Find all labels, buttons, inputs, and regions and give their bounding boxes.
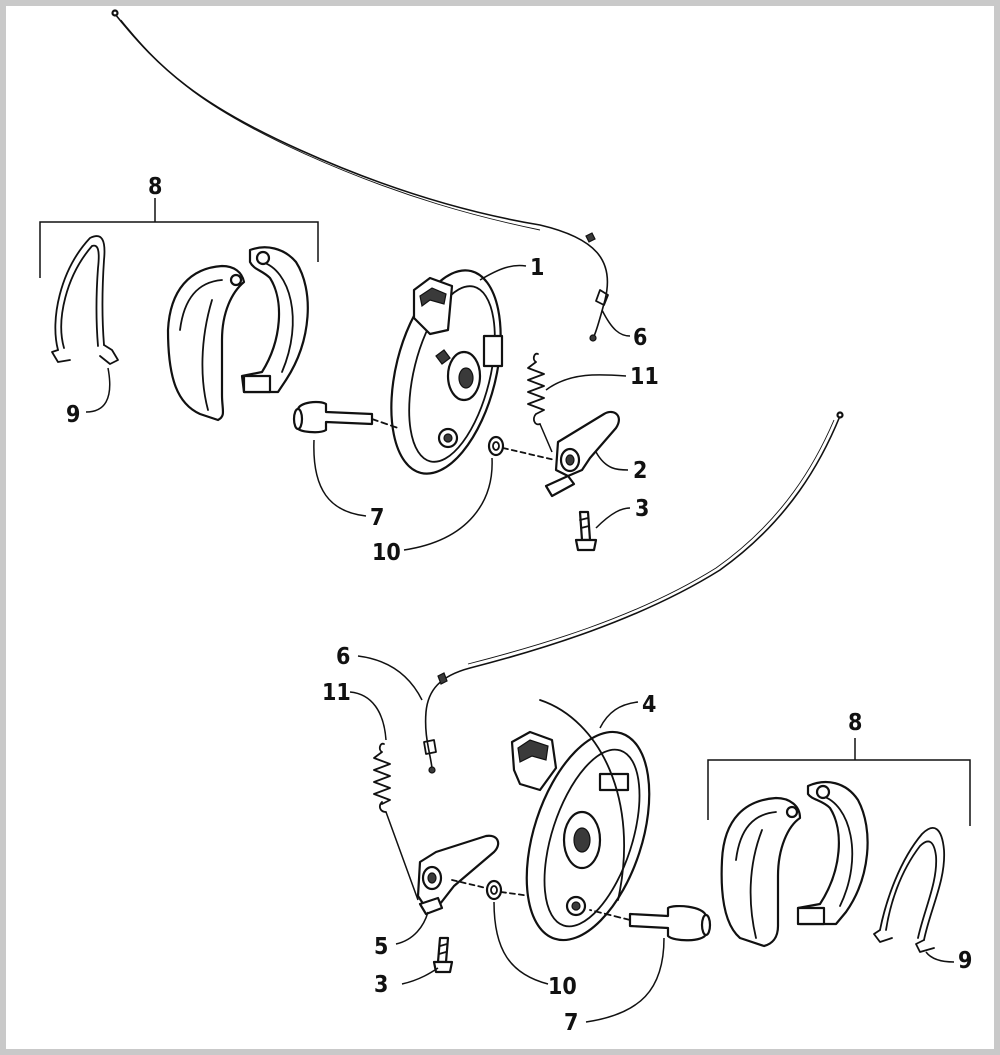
callout-upper-11: 11 (630, 364, 659, 390)
callout-lower-10: 10 (548, 974, 577, 1000)
lower-brake-shoe-right (796, 781, 869, 926)
upper-shoe-set-bracket (39, 198, 319, 278)
callout-lower-11: 11 (322, 680, 351, 706)
lower-brake-backing-plate (510, 699, 651, 942)
callout-lower-8: 8 (848, 710, 862, 736)
callout-upper-6: 6 (633, 325, 647, 351)
lower-brake-assembly: 6 11 4 8 5 3 10 7 9 (322, 411, 972, 1036)
lower-spring-clip (873, 827, 945, 953)
callout-lower-6: 6 (336, 644, 350, 670)
upper-brake-assembly: 1 6 11 2 3 7 10 8 9 (39, 9, 659, 566)
callout-lower-7: 7 (564, 1010, 578, 1036)
upper-brake-backing-plate (390, 269, 504, 475)
upper-brake-shoe-right (240, 246, 309, 394)
callout-lower-5: 5 (374, 934, 388, 960)
lower-callout-leaders (349, 655, 955, 1023)
lower-bolt (432, 936, 454, 974)
callout-lower-9: 9 (958, 948, 972, 974)
lower-return-spring (373, 742, 419, 901)
callout-upper-9: 9 (66, 402, 80, 428)
callout-upper-10: 10 (372, 540, 401, 566)
lower-brake-arm (416, 834, 500, 916)
upper-callout-leaders (85, 264, 631, 551)
upper-brake-arm (544, 410, 620, 498)
upper-bolt (574, 510, 598, 552)
upper-spring-clip (51, 235, 119, 365)
callout-upper-7: 7 (370, 505, 384, 531)
callout-upper-3: 3 (635, 496, 649, 522)
upper-return-spring (527, 352, 553, 453)
lower-pivot-pin (589, 905, 712, 942)
callout-upper-2: 2 (633, 458, 647, 484)
lower-brake-cable (423, 411, 844, 774)
callout-upper-8: 8 (148, 174, 162, 200)
callout-lower-4: 4 (642, 692, 656, 718)
lower-shoe-set-bracket (707, 738, 971, 826)
upper-brake-shoe-left (166, 264, 246, 422)
callout-upper-1: 1 (530, 255, 544, 281)
callout-lower-3: 3 (374, 972, 388, 998)
lower-brake-shoe-left (720, 796, 802, 948)
upper-brake-cable (111, 9, 609, 342)
upper-pivot-pin (292, 400, 399, 434)
upper-washer (487, 435, 556, 461)
